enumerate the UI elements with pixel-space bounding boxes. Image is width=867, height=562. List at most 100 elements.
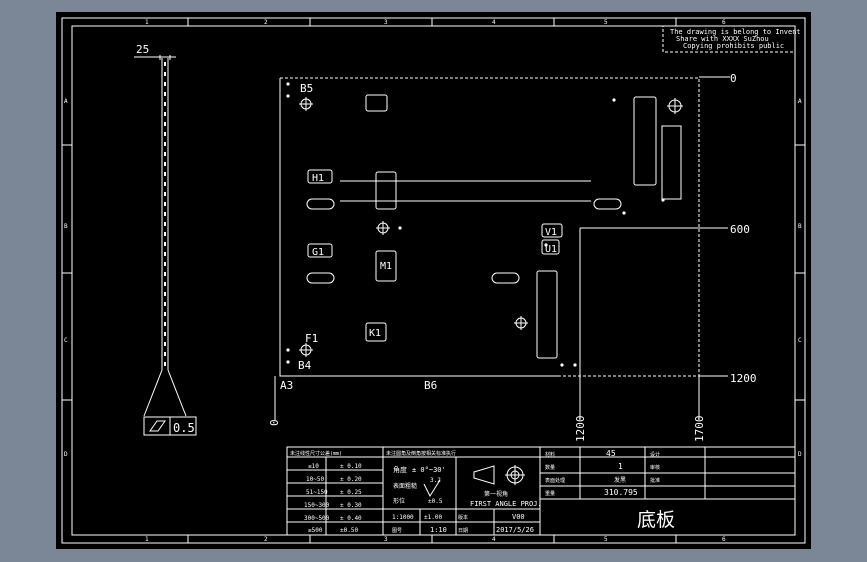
svg-text:± 0.30: ± 0.30 xyxy=(340,502,362,509)
svg-text:1: 1 xyxy=(618,462,623,471)
svg-text:A: A xyxy=(64,98,68,105)
svg-text:300~500: 300~500 xyxy=(304,515,330,522)
svg-text:± 0.20: ± 0.20 xyxy=(340,476,362,483)
pocket-bottom-right xyxy=(536,270,558,359)
label-m1: M1 xyxy=(380,261,392,272)
svg-text:±0.50: ±0.50 xyxy=(340,527,358,534)
dim-0-left: 0 xyxy=(268,419,281,426)
svg-text:± 0.40: ± 0.40 xyxy=(340,515,362,522)
label-g1: G1 xyxy=(312,247,324,258)
hole-crosshair-icon xyxy=(299,343,313,357)
part-name: 底板 xyxy=(637,509,675,531)
hole-crosshair-icon xyxy=(667,98,683,114)
pocket-top xyxy=(365,94,388,112)
svg-text:D: D xyxy=(798,451,802,458)
label-b4: B4 xyxy=(298,359,312,372)
pocket-right xyxy=(661,125,682,200)
pocket-tall-right xyxy=(633,96,657,186)
pocket-center xyxy=(375,171,397,210)
svg-text:3: 3 xyxy=(384,536,388,543)
svg-text:1: 1 xyxy=(145,536,149,543)
svg-text:发黑: 发黑 xyxy=(614,476,626,484)
svg-text:≥500: ≥500 xyxy=(308,527,323,534)
svg-text:150~300: 150~300 xyxy=(304,502,330,509)
svg-text:数量: 数量 xyxy=(545,464,555,471)
svg-text:5: 5 xyxy=(604,536,608,543)
svg-text:Copying prohibits public: Copying prohibits public xyxy=(683,42,784,50)
svg-text:1: 1 xyxy=(145,19,149,26)
svg-text:2: 2 xyxy=(264,536,268,543)
svg-text:3: 3 xyxy=(384,19,388,26)
svg-text:3.2: 3.2 xyxy=(430,477,441,484)
svg-text:材料: 材料 xyxy=(545,451,555,458)
zone-markers xyxy=(62,18,805,543)
plate-view: 0 600 1200 0 1200 1700 B5 B4 F1 A3 B6 xyxy=(268,72,757,442)
svg-text:角度: 角度 xyxy=(393,465,407,474)
svg-text:±0.5: ±0.5 xyxy=(428,498,443,505)
svg-text:B: B xyxy=(798,223,802,230)
svg-text:5: 5 xyxy=(604,19,608,26)
dim-600: 600 xyxy=(730,223,750,236)
svg-text:≤10: ≤10 xyxy=(308,463,319,470)
outer-border xyxy=(61,17,806,544)
svg-text:审核: 审核 xyxy=(650,464,660,471)
label-u1: U1 xyxy=(545,244,557,255)
svg-text:4: 4 xyxy=(492,19,496,26)
svg-text:日期: 日期 xyxy=(458,528,468,534)
label-h1: H1 xyxy=(312,173,324,184)
svg-text:批准: 批准 xyxy=(650,477,660,484)
flatness-icon xyxy=(149,420,166,432)
slot-center xyxy=(491,272,520,284)
slot-right xyxy=(593,198,622,210)
side-thickness-dim: 0.5 xyxy=(173,421,195,435)
svg-text:10~50: 10~50 xyxy=(306,476,324,483)
svg-text:第一视角: 第一视角 xyxy=(484,490,508,498)
svg-text:6: 6 xyxy=(722,19,726,26)
label-k1: K1 xyxy=(369,328,381,339)
svg-text:B: B xyxy=(64,223,68,230)
svg-text:表面粗糙: 表面粗糙 xyxy=(393,482,417,490)
svg-text:图号: 图号 xyxy=(392,528,402,534)
label-v1: V1 xyxy=(545,227,557,238)
svg-text:重量: 重量 xyxy=(545,490,555,497)
svg-text:± 0.25: ± 0.25 xyxy=(340,489,362,496)
svg-text:V00: V00 xyxy=(512,513,525,521)
paper xyxy=(56,12,811,549)
svg-text:310.795: 310.795 xyxy=(604,488,638,497)
svg-text:51~150: 51~150 xyxy=(306,489,328,496)
zone-labels: 1 2 3 4 5 6 1 2 3 4 5 6 A B C D A B C D xyxy=(64,19,802,543)
svg-text:1:10: 1:10 xyxy=(430,526,447,534)
title-block: 未注线性尺寸公差(mm) 未注圆角及倒角按相关标准执行 ≤10 ± 0.10 1… xyxy=(286,446,796,536)
svg-text:± 0°~30': ± 0°~30' xyxy=(412,466,446,474)
roughness-icon xyxy=(423,479,441,498)
svg-text:C: C xyxy=(64,337,68,344)
svg-text:2017/5/26: 2017/5/26 xyxy=(496,526,534,534)
tolerance-header: 未注线性尺寸公差(mm) xyxy=(290,450,342,457)
svg-text:FIRST ANGLE PROJ.: FIRST ANGLE PROJ. xyxy=(470,500,542,508)
svg-text:4: 4 xyxy=(492,536,496,543)
svg-text:版本: 版本 xyxy=(458,514,468,521)
svg-text:表面处理: 表面处理 xyxy=(545,477,565,484)
side-view: 25 0.5 xyxy=(134,43,197,436)
svg-text:D: D xyxy=(64,451,68,458)
svg-text:Share with XXXX SuZhou: Share with XXXX SuZhou xyxy=(676,35,769,43)
hole-crosshair-icon xyxy=(299,97,313,111)
label-b5: B5 xyxy=(300,82,313,95)
svg-text:设计: 设计 xyxy=(650,451,660,458)
dim-1200-bottom: 1200 xyxy=(574,416,587,443)
first-angle-projection-icon xyxy=(473,465,525,485)
dim-1700: 1700 xyxy=(693,416,706,443)
hole-crosshair-icon xyxy=(376,221,390,235)
svg-text:± 0.10: ± 0.10 xyxy=(340,463,362,470)
svg-text:The drawing is belong to Inven: The drawing is belong to Invent xyxy=(670,28,801,36)
svg-text:C: C xyxy=(798,337,802,344)
hole-crosshair-icon xyxy=(514,316,528,330)
side-width-dim: 25 xyxy=(136,43,149,56)
svg-text:6: 6 xyxy=(722,536,726,543)
slot-g1 xyxy=(306,272,335,284)
label-f1: F1 xyxy=(305,332,318,345)
svg-text:45: 45 xyxy=(606,449,616,458)
dim-0-top: 0 xyxy=(730,72,737,85)
svg-text:1:1000: 1:1000 xyxy=(392,514,414,521)
